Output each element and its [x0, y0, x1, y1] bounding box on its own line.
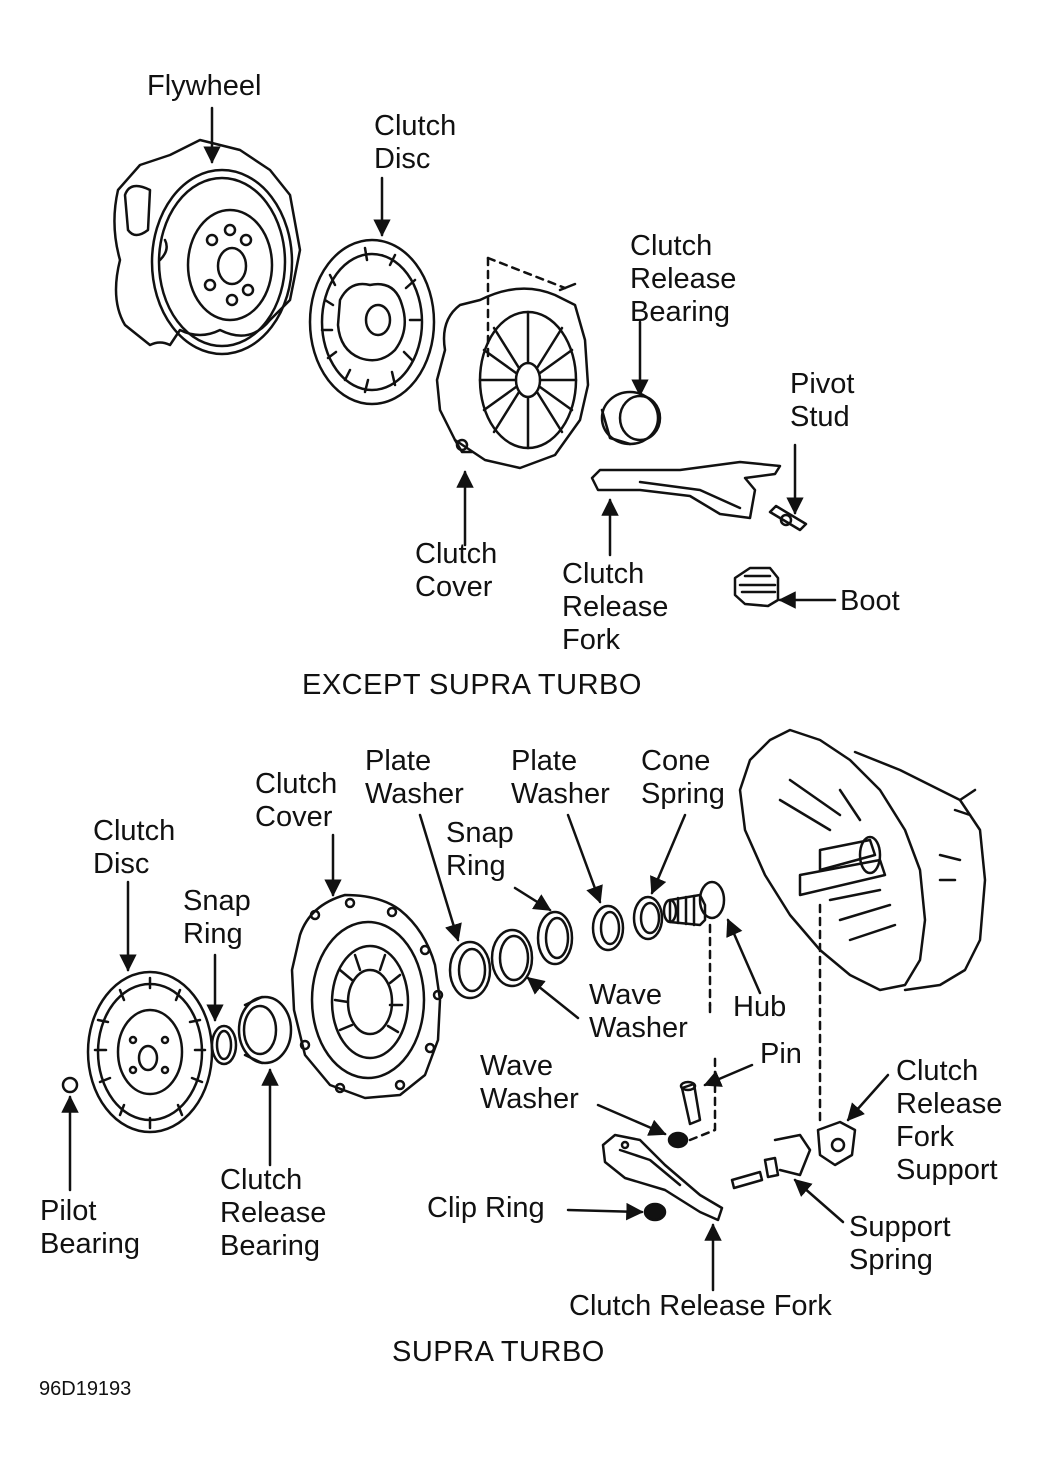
label-pin: Pin: [760, 1038, 802, 1070]
boot-drawing: [733, 566, 780, 608]
figure-id: 96D19193: [39, 1378, 132, 1400]
label-clip-ring: Clip Ring: [427, 1192, 545, 1224]
fork-support-drawing: [816, 1120, 857, 1167]
release-bearing-bottom-drawing: [237, 995, 293, 1065]
clutch-disc-bottom-drawing: [86, 970, 214, 1134]
release-fork-drawing: [590, 460, 782, 520]
clutch-cover-bottom-drawing: [290, 893, 444, 1100]
label-boot: Boot: [840, 585, 900, 617]
release-fork-bottom-drawing: [601, 1133, 724, 1222]
pivot-stud-drawing: [768, 504, 808, 532]
label-hub: Hub: [733, 991, 787, 1023]
label-clutch-release-fork-bottom: Clutch Release Fork: [569, 1290, 832, 1322]
label-flywheel: Flywheel: [147, 70, 262, 102]
hub-drawing: [662, 880, 726, 927]
pin-drawing: [679, 1080, 702, 1126]
flywheel-drawing: [113, 138, 302, 356]
support-spring-drawing: [730, 1133, 812, 1190]
clutch-disc-drawing: [308, 238, 436, 406]
caption-except-supra-turbo: EXCEPT SUPRA TURBO: [302, 669, 642, 701]
clutch-cover-drawing: [435, 287, 590, 470]
transmission-housing-drawing: [738, 728, 987, 992]
caption-supra-turbo: SUPRA TURBO: [392, 1336, 605, 1368]
release-bearing-drawing: [600, 390, 662, 446]
